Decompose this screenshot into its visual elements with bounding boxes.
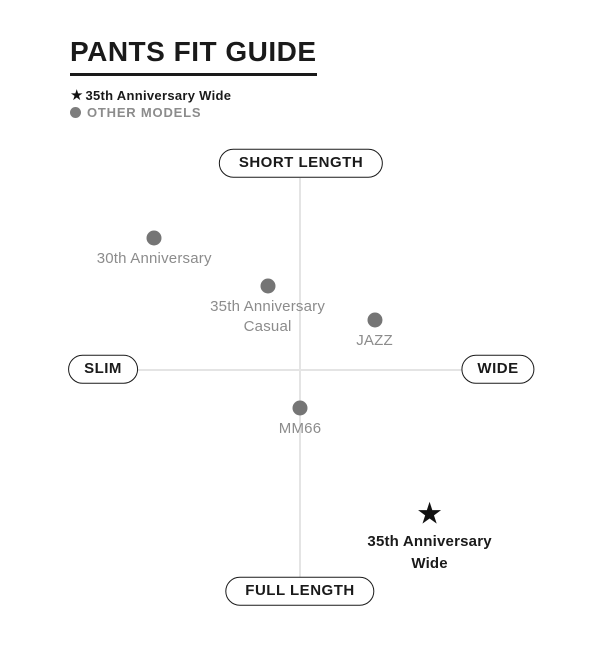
legend-item-35th-anniversary-wide: ★ 35th Anniversary Wide xyxy=(70,87,231,103)
point-label-line: 35th Anniversary xyxy=(210,298,326,315)
dot-marker-icon xyxy=(292,400,308,416)
axis-label-wide: WIDE xyxy=(461,354,535,384)
legend-item-other-models: OTHER MODELS xyxy=(70,104,231,120)
axis-label-slim: SLIM xyxy=(68,354,138,384)
point-label-line: 35th Anniversary xyxy=(367,533,492,550)
legend: ★ 35th Anniversary Wide OTHER MODELS xyxy=(70,87,231,121)
axis-label-short-length: SHORT LENGTH xyxy=(218,148,384,178)
point-label: 30th Anniversary xyxy=(97,249,212,269)
page-title: PANTS FIT GUIDE xyxy=(70,36,317,76)
dot-icon xyxy=(70,106,81,118)
point-label-line: Casual xyxy=(243,318,292,335)
point-label-line: MM66 xyxy=(278,420,322,437)
point-label-line: Wide xyxy=(411,555,448,572)
star-marker-icon: ★ xyxy=(416,497,444,531)
point-label: JAZZ xyxy=(356,331,393,351)
point-label-line: 30th Anniversary xyxy=(96,250,212,267)
horizontal-axis-line xyxy=(138,369,463,371)
vertical-axis-line xyxy=(299,178,301,578)
star-icon: ★ xyxy=(70,86,84,104)
dot-marker-icon xyxy=(146,230,162,246)
dot-marker-icon xyxy=(260,278,276,294)
legend-label: OTHER MODELS xyxy=(87,104,202,120)
point-label-line: JAZZ xyxy=(356,332,393,349)
legend-label: 35th Anniversary Wide xyxy=(85,87,232,103)
axis-label-full-length: FULL LENGTH xyxy=(225,576,375,606)
point-label: MM66 xyxy=(279,419,321,439)
dot-marker-icon xyxy=(367,312,383,328)
